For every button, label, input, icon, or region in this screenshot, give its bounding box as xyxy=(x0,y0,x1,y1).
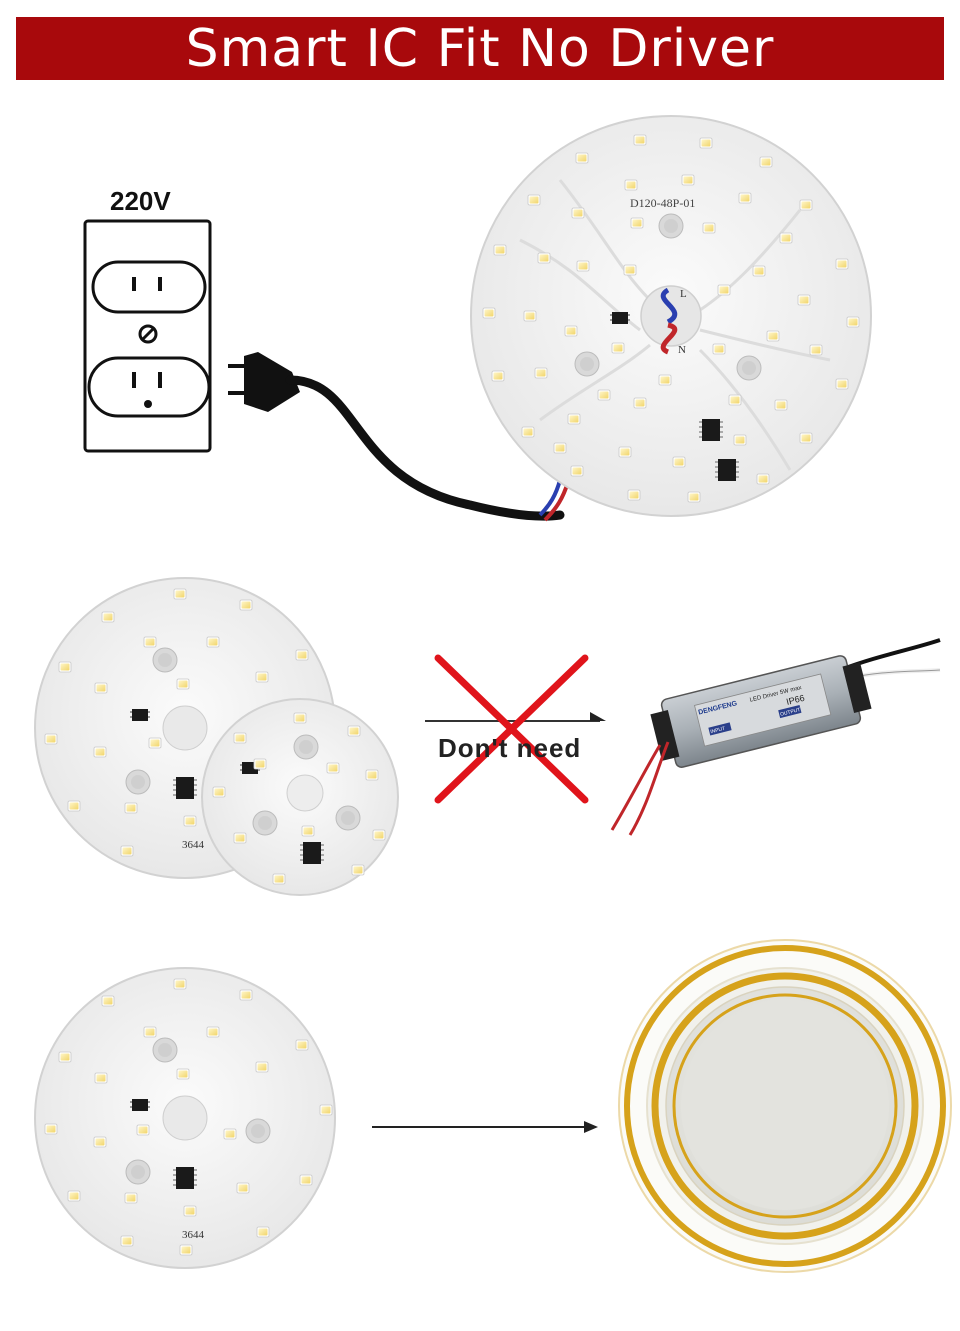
wall-outlet-icon xyxy=(83,219,212,453)
voltage-label: 220V xyxy=(110,186,171,216)
large-led-board: D120-48P-01 L N xyxy=(470,115,872,517)
large-board-model: D120-48P-01 xyxy=(630,196,695,210)
driver-rating: IP66 xyxy=(785,693,805,707)
driver-input-label: INPUT xyxy=(710,726,726,735)
dont-need-indicator xyxy=(425,654,606,804)
downlight-lamp xyxy=(618,939,952,1273)
live-label: L xyxy=(680,288,687,300)
bottom-board-model: 3644 xyxy=(182,1229,205,1241)
power-plug-icon xyxy=(228,352,570,522)
header-banner: Smart IC Fit No Driver xyxy=(16,17,944,80)
bottom-led-board: 3644 xyxy=(34,967,336,1269)
medium-board-model: 3644 xyxy=(182,839,205,851)
page-title: Smart IC Fit No Driver xyxy=(185,18,775,79)
led-driver-box: DENGFENG LED Driver 5W max IP66 INPUT OU… xyxy=(610,638,941,836)
neutral-label: N xyxy=(678,344,686,356)
dont-need-label: Don't need xyxy=(438,733,582,763)
driver-output-label: OUTPUT xyxy=(780,707,801,718)
small-led-board xyxy=(201,698,399,896)
arrow-right-icon xyxy=(372,1121,598,1133)
